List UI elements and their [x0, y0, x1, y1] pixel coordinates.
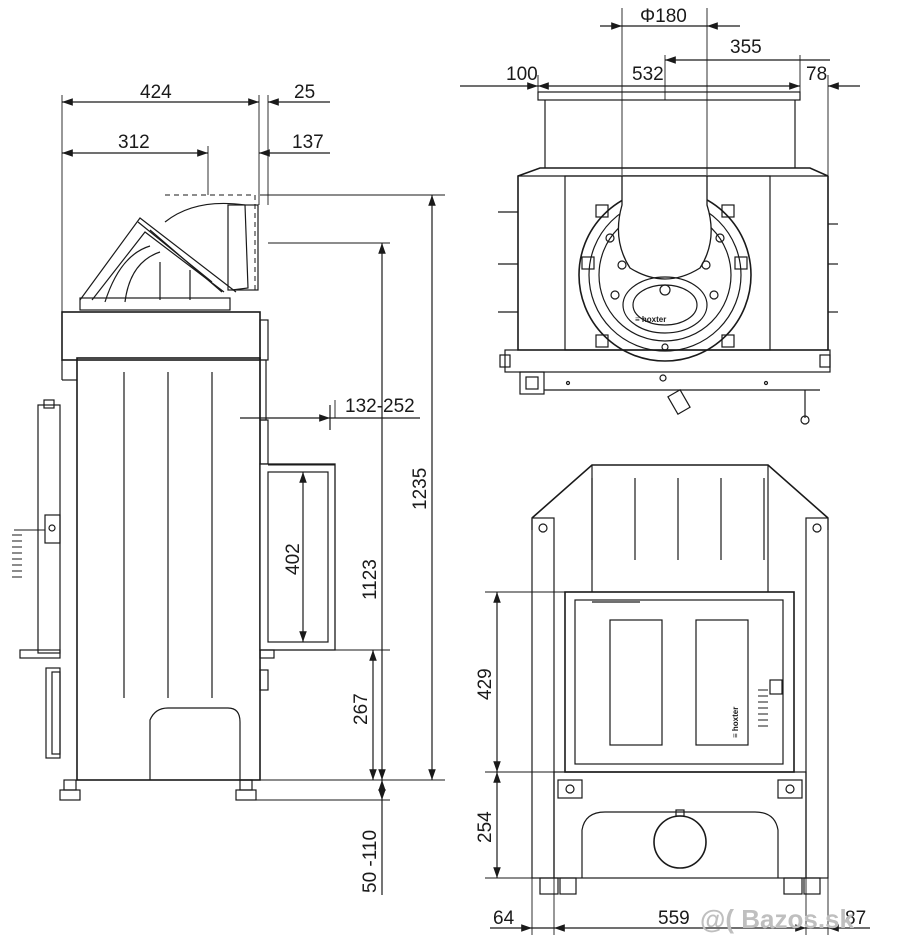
dim-50-110: 50 -110	[360, 830, 381, 893]
dim-87: 87	[845, 908, 866, 929]
front-view: ≡ hoxter 429 254 64 559	[475, 464, 870, 935]
dim-424: 424	[140, 82, 172, 103]
dim-559: 559	[658, 908, 690, 929]
top-brand-label: ≡ hoxter	[635, 315, 666, 324]
dim-phi-180: Φ180	[640, 6, 687, 27]
watermark: @( Bazos.sk	[700, 904, 854, 934]
dim-429: 429	[475, 668, 496, 700]
dim-100: 100	[506, 64, 538, 85]
dim-25: 25	[294, 82, 315, 103]
dim-355: 355	[730, 37, 762, 58]
dim-254: 254	[475, 811, 496, 843]
dim-137: 137	[292, 132, 324, 153]
dim-1235: 1235	[410, 468, 431, 510]
dim-402: 402	[283, 543, 304, 575]
dim-312: 312	[118, 132, 150, 153]
side-view: 424 25 312 137	[12, 82, 445, 895]
dim-132-252: 132-252	[345, 396, 415, 417]
dim-1123: 1123	[360, 559, 381, 600]
dim-78: 78	[806, 64, 827, 85]
dim-267: 267	[351, 693, 372, 725]
top-view: Φ180 355 100 532 78	[460, 6, 860, 425]
dim-64: 64	[493, 908, 515, 929]
front-brand-label: ≡ hoxter	[731, 707, 740, 738]
flange-bolts	[581, 204, 748, 351]
dim-532: 532	[632, 64, 664, 85]
